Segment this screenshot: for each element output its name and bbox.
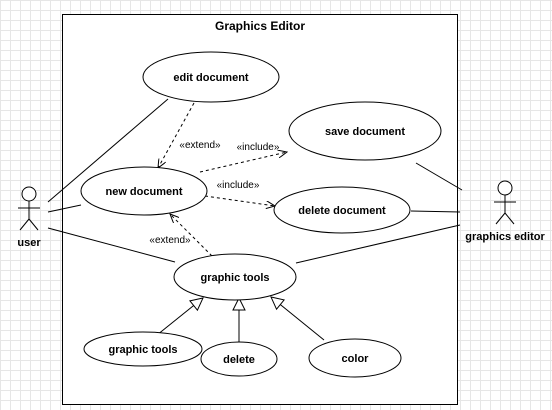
- include-label-save: «include»: [237, 142, 280, 153]
- include-label-delete: «include»: [217, 180, 260, 191]
- stick-figure-icon: [494, 180, 516, 225]
- actor-user[interactable]: user: [17, 186, 41, 249]
- association-user-tools: [47, 227, 176, 263]
- svg-text:graphic tools: graphic tools: [108, 344, 177, 356]
- use-case-graphic-tools[interactable]: graphic tools: [173, 253, 297, 301]
- use-case-graphic-tools-child[interactable]: graphic tools: [83, 331, 203, 367]
- svg-text:new document: new document: [105, 186, 182, 198]
- svg-text:delete: delete: [223, 354, 255, 366]
- association-editor-tools: [295, 224, 461, 264]
- extend-tools-to-new: [170, 214, 213, 257]
- include-new-to-save: [199, 152, 287, 173]
- system-title: Graphics Editor: [215, 19, 305, 33]
- actor-user-label: user: [17, 237, 41, 249]
- svg-text:delete document: delete document: [298, 205, 386, 217]
- generalization-graphic-tools: [156, 297, 204, 336]
- use-case-delete[interactable]: delete: [200, 341, 278, 377]
- extend-label-bottom: «extend»: [149, 235, 191, 246]
- actor-graphics-editor[interactable]: graphics editor: [465, 180, 545, 243]
- association-editor-delete: [410, 210, 461, 213]
- svg-text:color: color: [342, 353, 370, 365]
- use-case-delete-document[interactable]: delete document: [273, 186, 411, 234]
- use-case-edit-document[interactable]: edit document: [142, 51, 280, 103]
- use-case-color[interactable]: color: [308, 338, 402, 378]
- svg-text:edit document: edit document: [173, 72, 249, 84]
- svg-text:save document: save document: [325, 126, 405, 138]
- association-user-edit: [47, 98, 169, 203]
- association-user-new: [47, 204, 82, 213]
- use-case-save-document[interactable]: save document: [288, 101, 442, 161]
- generalization-color: [270, 296, 325, 341]
- svg-text:graphic tools: graphic tools: [200, 272, 269, 284]
- actor-graphics-editor-label: graphics editor: [465, 231, 545, 243]
- use-case-new-document[interactable]: new document: [80, 166, 208, 216]
- association-editor-save: [415, 162, 463, 191]
- stick-figure-icon: [18, 186, 40, 231]
- extend-label-top: «extend»: [179, 140, 221, 151]
- extend-edit-to-new: [158, 102, 195, 168]
